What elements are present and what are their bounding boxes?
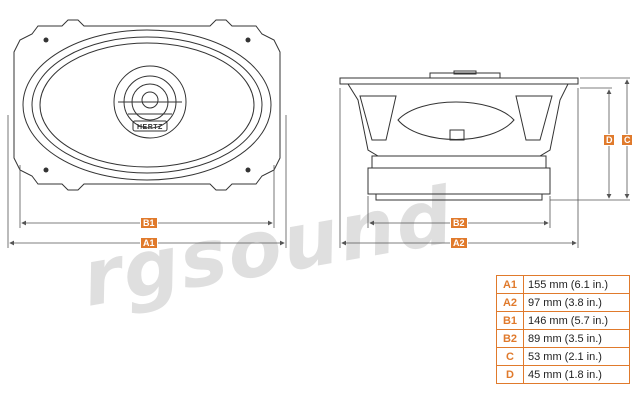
brand-label: HERTZ <box>137 124 163 131</box>
front-extension-lines <box>7 115 287 248</box>
mount-hole <box>43 167 49 173</box>
dimension-b1: B1 <box>21 218 273 228</box>
dimension-b2: B2 <box>369 218 549 228</box>
speaker-frame <box>13 19 281 191</box>
side-terminal <box>449 129 465 141</box>
dimension-d: D <box>604 89 614 199</box>
spec-code: A2 <box>496 293 524 312</box>
table-row: C 53 mm (2.1 in.) <box>496 347 630 366</box>
side-magnet-plate <box>371 155 547 169</box>
side-back-plate <box>375 193 543 201</box>
dimension-a2: A2 <box>341 238 577 248</box>
spec-value: 45 mm (1.8 in.) <box>523 365 630 384</box>
dimension-c: C <box>622 79 632 199</box>
table-row: B1 146 mm (5.7 in.) <box>496 311 630 330</box>
spec-value: 97 mm (3.8 in.) <box>523 293 630 312</box>
side-mounting-flange <box>339 77 579 85</box>
spec-value: 155 mm (6.1 in.) <box>523 275 630 294</box>
cone-edge <box>39 42 255 168</box>
mount-hole <box>245 37 251 43</box>
front-view <box>13 19 281 191</box>
side-basket-window-right <box>515 95 553 141</box>
mount-hole <box>43 37 49 43</box>
dimension-spec-table: A1 155 mm (6.1 in.) A2 97 mm (3.8 in.) B… <box>496 275 630 384</box>
table-row: B2 89 mm (3.5 in.) <box>496 329 630 348</box>
dimension-c-label: C <box>624 135 631 145</box>
side-magnet-cup <box>397 101 515 140</box>
side-tweeter-top <box>429 72 501 78</box>
spec-code: B2 <box>496 329 524 348</box>
side-view <box>339 70 579 201</box>
side-extension-lines <box>339 77 630 248</box>
spec-value: 146 mm (5.7 in.) <box>523 311 630 330</box>
side-basket <box>347 83 569 157</box>
brand-badge <box>132 120 168 132</box>
spec-code: D <box>496 365 524 384</box>
tweeter-housing <box>113 65 187 139</box>
spec-code: B1 <box>496 311 524 330</box>
dimension-b1-label: B1 <box>143 218 155 228</box>
table-row: A1 155 mm (6.1 in.) <box>496 275 630 294</box>
side-tweeter-cap <box>453 70 477 75</box>
side-basket-window-left <box>359 95 397 141</box>
dimension-a1: A1 <box>9 238 285 248</box>
table-row: A2 97 mm (3.8 in.) <box>496 293 630 312</box>
spec-value: 53 mm (2.1 in.) <box>523 347 630 366</box>
dimension-b2-label: B2 <box>453 218 465 228</box>
inner-surround <box>31 36 263 174</box>
dimension-a2-label: A2 <box>453 238 465 248</box>
table-row: D 45 mm (1.8 in.) <box>496 365 630 384</box>
dimension-a1-label: A1 <box>143 238 155 248</box>
mount-hole <box>245 167 251 173</box>
spec-code: C <box>496 347 524 366</box>
spec-code: A1 <box>496 275 524 294</box>
tweeter-dome <box>141 91 159 109</box>
dimension-d-label: D <box>606 135 613 145</box>
spec-value: 89 mm (3.5 in.) <box>523 329 630 348</box>
outer-surround <box>22 29 272 181</box>
